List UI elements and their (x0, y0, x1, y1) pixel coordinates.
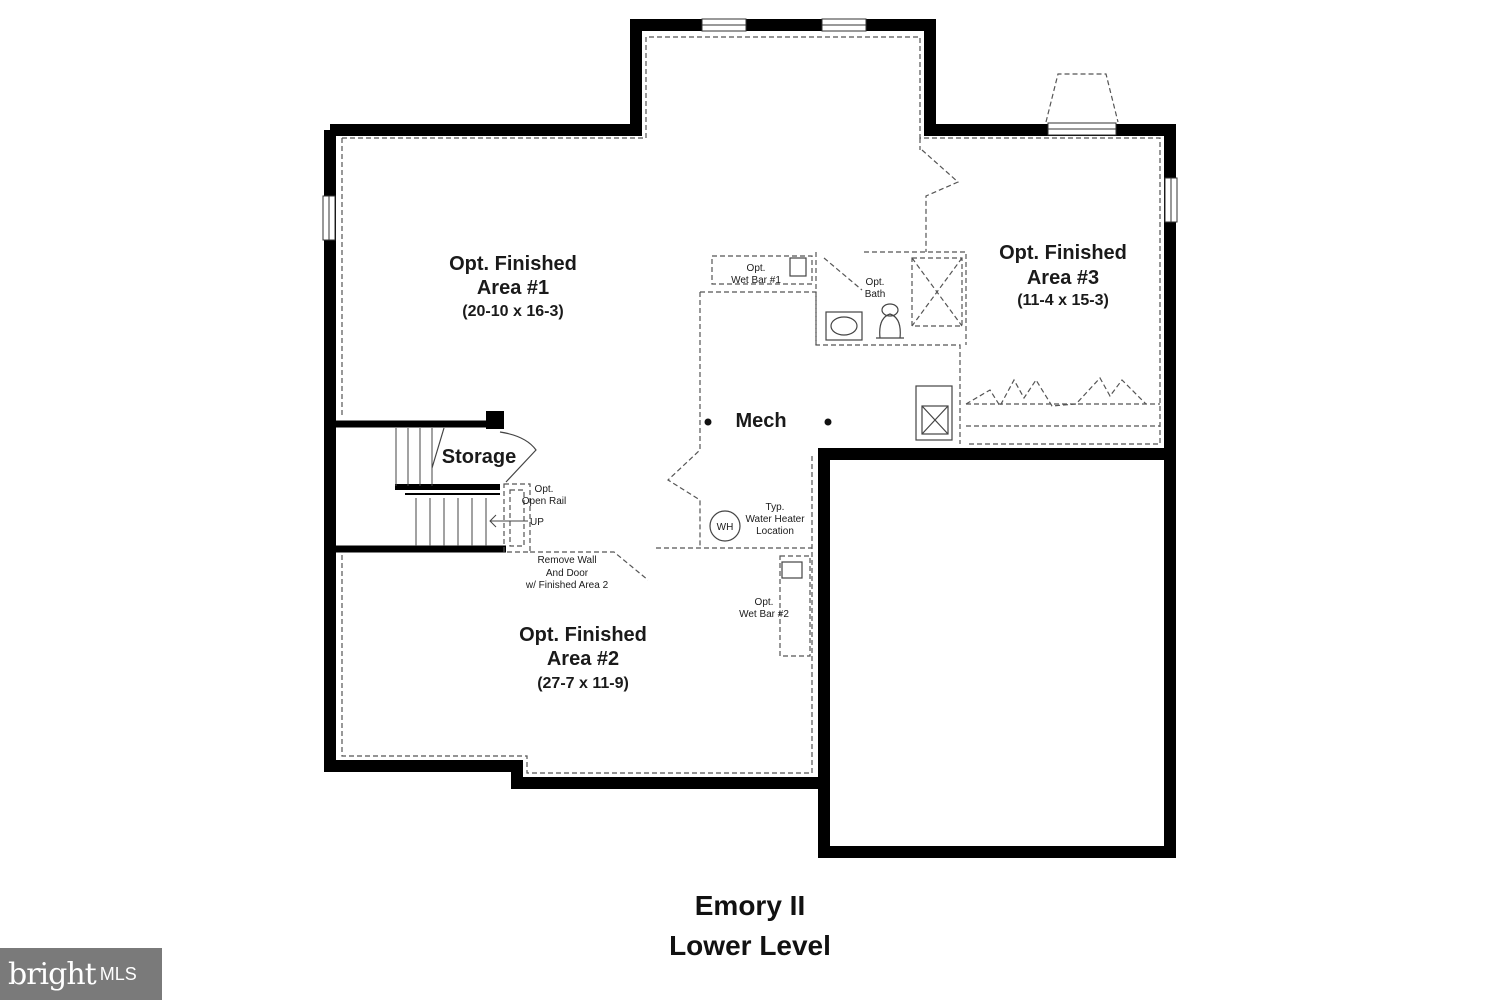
dashed-outlines (341, 36, 1161, 774)
plan-subtitle: Lower Level (669, 930, 831, 961)
stair-rail-line (431, 427, 445, 469)
storage-door (499, 431, 537, 483)
bath-note-line2: Bath (865, 289, 886, 300)
remove-wall-note-line2: And Door (546, 568, 589, 579)
area-3-dimensions: (11-4 x 15-3) (1017, 292, 1109, 309)
wh-label: WH (717, 522, 734, 533)
area-3-title-line1: Opt. Finished (999, 242, 1127, 264)
room-area-2-label: Opt. Finished Area #2 (27-7 x 11-9) (519, 624, 647, 692)
wet-bar-2-note-line2: Wet Bar #2 (739, 609, 789, 620)
stair-treads (395, 428, 528, 546)
fixtures (704, 257, 953, 579)
logo-suffix: MLS (99, 963, 137, 984)
area-1-dimensions: (20-10 x 16-3) (462, 303, 563, 320)
wet-bar-1-note-line1: Opt. (747, 263, 766, 274)
area-1-title-line1: Opt. Finished (449, 253, 577, 275)
room-area-3-label: Opt. Finished Area #3 (11-4 x 15-3) (999, 242, 1127, 309)
mech-dot-right (824, 418, 832, 426)
garage-walls (818, 448, 1176, 858)
mech-label: Mech (735, 410, 786, 432)
storage-label: Storage (442, 446, 516, 468)
windows (322, 18, 1178, 241)
area-3-title-line2: Area #3 (1027, 267, 1099, 289)
garage-area (824, 454, 1170, 852)
logo-brand: bright (8, 956, 97, 992)
remove-wall-note-line3: w/ Finished Area 2 (525, 580, 609, 591)
area-1-title-line2: Area #1 (477, 277, 549, 299)
wet-bar-1-note-line2: Wet Bar #1 (731, 275, 781, 286)
bath-note-line1: Opt. (866, 277, 885, 288)
water-heater-note-line3: Location (756, 526, 794, 537)
wet-bar-2-note-line1: Opt. (755, 597, 774, 608)
remove-wall-note-line1: Remove Wall (537, 555, 596, 566)
water-heater-symbol (709, 510, 741, 542)
area-2-title-line1: Opt. Finished (519, 624, 647, 646)
water-heater-note-line1: Typ. (766, 502, 785, 513)
stair-walls (336, 411, 506, 553)
area-2-title-line2: Area #2 (547, 648, 619, 670)
plan-title: Emory II (694, 890, 806, 921)
bright-mls-logo: bright MLS (0, 948, 162, 1000)
room-area-1-label: Opt. Finished Area #1 (20-10 x 16-3) (449, 253, 577, 320)
stair-up-label: UP (530, 517, 544, 528)
water-heater-note-line2: Water Heater (745, 514, 805, 525)
area-2-dimensions: (27-7 x 11-9) (537, 675, 629, 692)
open-rail-note-line2: Open Rail (522, 496, 566, 507)
mech-dot-left (704, 418, 712, 426)
open-rail-note-line1: Opt. (535, 484, 554, 495)
